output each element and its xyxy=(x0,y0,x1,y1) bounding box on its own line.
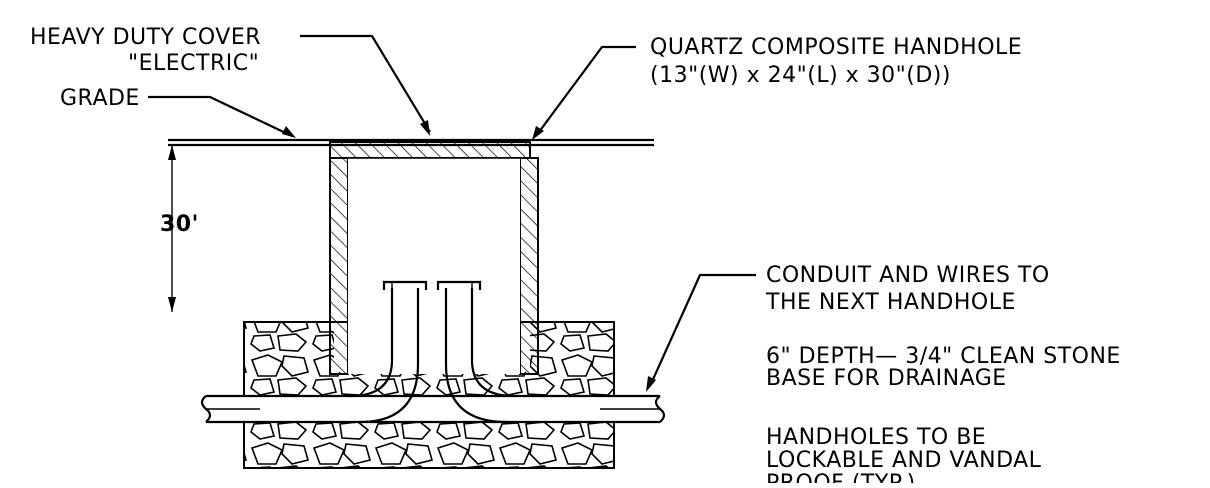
stone-label-line1: 6" DEPTH— 3/4" CLEAN STONE xyxy=(766,344,1121,369)
handhole-box xyxy=(329,141,539,375)
grade-label: GRADE xyxy=(60,86,140,111)
conduit-elbows xyxy=(349,280,515,424)
depth-label: 30' xyxy=(160,212,199,237)
conduit-pipe xyxy=(200,394,666,424)
conduit-label-line1: CONDUIT AND WIRES TO xyxy=(766,263,1050,288)
lock-label-line1: HANDHOLES TO BE xyxy=(766,425,986,450)
lock-label-line2: LOCKABLE AND VANDAL xyxy=(766,448,1042,473)
stone-label-line2: BASE FOR DRAINAGE xyxy=(766,366,1007,391)
depth-dimension xyxy=(168,145,176,312)
cover-label-line2: "ELECTRIC" xyxy=(128,51,259,76)
lock-label-line3: PROOF (TYP.) xyxy=(766,471,916,483)
cover-label-line1: HEAVY DUTY COVER xyxy=(30,25,261,50)
handhole-label-line2: (13"(W) x 24"(L) x 30"(D)) xyxy=(650,63,951,88)
handhole-label-line1: QUARTZ COMPOSITE HANDHOLE xyxy=(650,35,1022,60)
leader-lines xyxy=(148,34,756,392)
conduit-label-line2: THE NEXT HANDHOLE xyxy=(765,290,1016,315)
